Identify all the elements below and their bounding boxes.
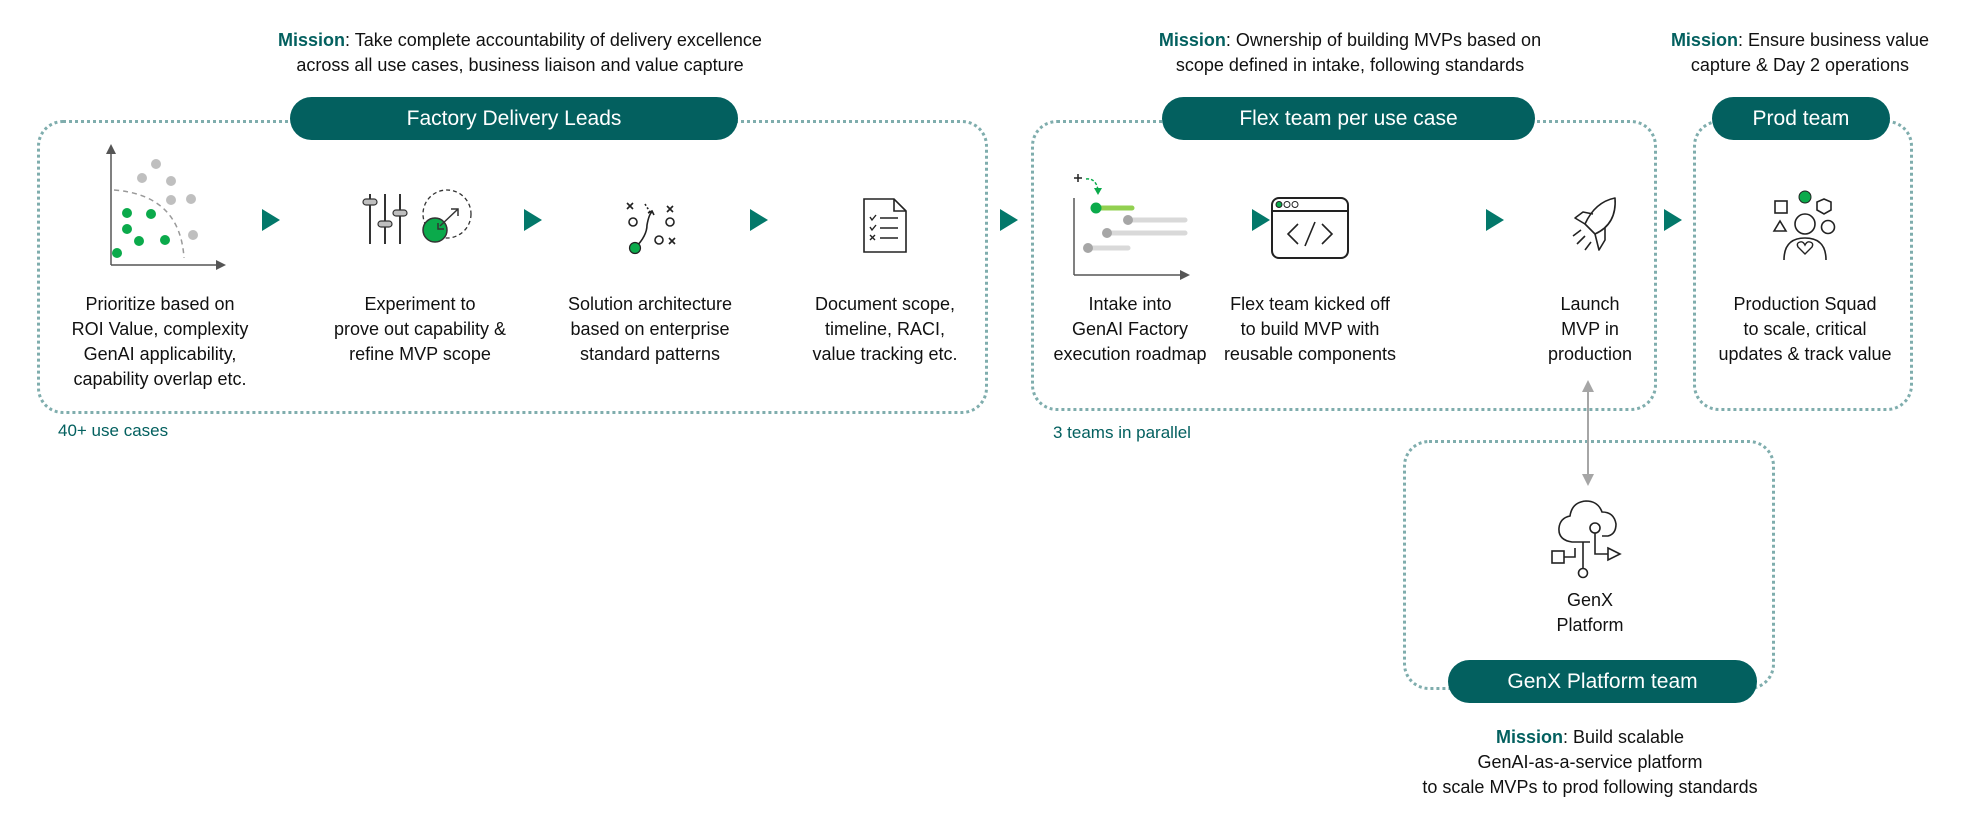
step-launch-text: Launch MVP in production: [1547, 294, 1633, 364]
squad-person-icon: [1772, 190, 1836, 261]
sliders-experiment-icon: [362, 189, 472, 244]
flow-arrow-icon: [750, 209, 768, 231]
step-document-scope-text: Document scope, timeline, RACI, value tr…: [812, 294, 958, 364]
flow-arrow-icon: [1664, 209, 1682, 231]
flex-team-pill: Flex team per use case: [1162, 97, 1535, 140]
mission-keyword: Mission: [1495, 727, 1563, 747]
step-production-squad-text: Production Squad to scale, critical upda…: [1718, 294, 1892, 364]
checklist-document-icon: [863, 198, 907, 253]
flow-arrow-icon: [1252, 209, 1270, 231]
factory-delivery-leads-pill: Factory Delivery Leads: [290, 97, 738, 140]
scatter-prioritization-icon: [106, 144, 226, 270]
flow-arrow-icon: [1486, 209, 1504, 231]
flow-arrow-icon: [1000, 209, 1018, 231]
step-experiment-text: Experiment to prove out capability & ref…: [333, 294, 507, 364]
step-intake-text: Intake into GenAI Factory execution road…: [1053, 294, 1207, 364]
use-cases-count-note: 40+ use cases: [58, 421, 169, 440]
factory-mission: Mission: Take complete accountability of…: [278, 30, 762, 75]
prod-group-box: [1693, 120, 1913, 411]
genx-mission: Mission: Build scalable GenAI-as-a-servi…: [1422, 727, 1758, 797]
prod-team-pill: Prod team: [1712, 97, 1890, 140]
code-window-icon: [1271, 197, 1349, 259]
step-prioritize-text: Prioritize based on ROI Value, complexit…: [71, 294, 249, 389]
roadmap-gantt-icon: [1073, 174, 1190, 280]
flow-arrow-icon: [524, 209, 542, 231]
step-solution-architecture-text: Solution architecture based on enterpris…: [567, 294, 733, 364]
flow-arrow-icon: [262, 209, 280, 231]
mission-keyword: Mission: [1670, 30, 1738, 50]
bidirectional-arrow-icon: [1582, 380, 1594, 486]
step-flex-kickoff-text: Flex team kicked off to build MVP with r…: [1223, 294, 1397, 364]
prod-mission: Mission: Ensure business value capture &…: [1670, 30, 1930, 75]
genx-platform-label: GenX Platform: [1556, 590, 1624, 635]
rocket-icon: [1572, 197, 1616, 251]
playbook-strategy-icon: [626, 202, 676, 255]
genx-platform-team-pill: GenX Platform team: [1448, 660, 1757, 703]
mission-keyword: Mission: [1158, 30, 1226, 50]
flex-mission: Mission: Ownership of building MVPs base…: [1158, 30, 1542, 75]
teams-parallel-note: 3 teams in parallel: [1053, 423, 1191, 442]
mission-keyword: Mission: [278, 30, 346, 50]
cloud-platform-icon: [1551, 500, 1622, 579]
